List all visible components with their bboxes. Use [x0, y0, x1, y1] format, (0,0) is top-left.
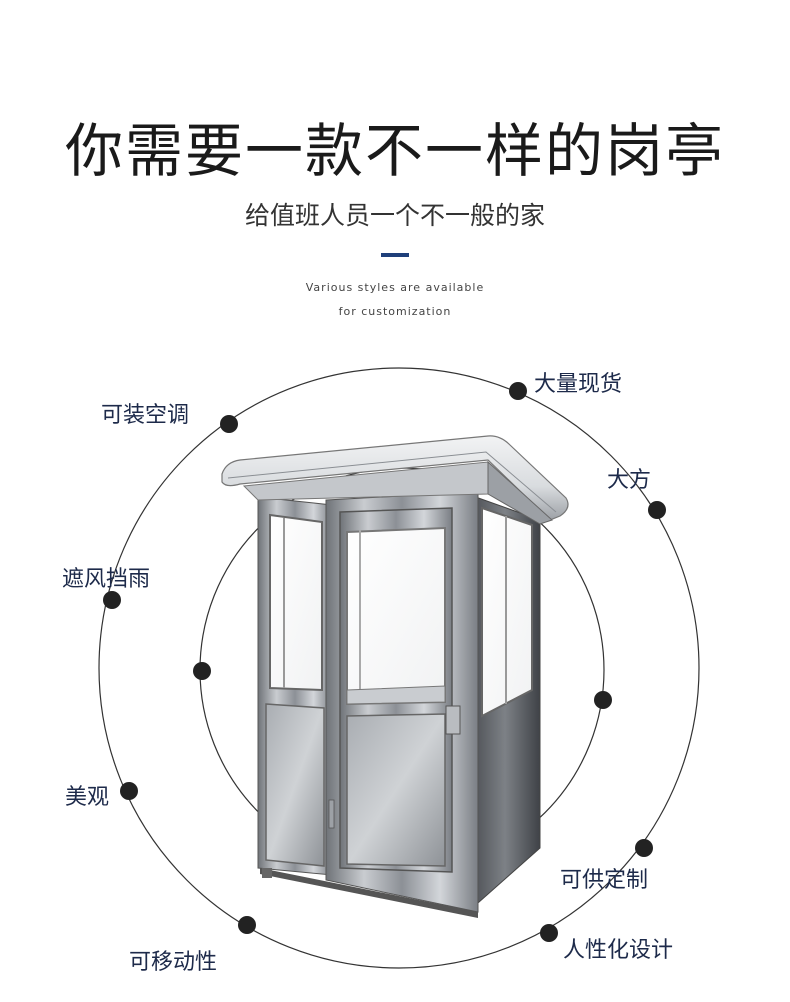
feature-label-air-conditioning: 可装空调: [101, 403, 190, 428]
english-tagline-line-2: for customization: [338, 305, 452, 318]
feature-dot-8: [635, 839, 653, 857]
feature-label-beautiful: 美观: [65, 785, 110, 810]
page-subtitle: 给值班人员一个不一般的家: [244, 201, 545, 230]
feature-dot-9: [238, 916, 256, 934]
feature-label-customizable: 可供定制: [560, 868, 649, 893]
feature-label-humanized-design: 人性化设计: [563, 938, 674, 963]
feature-dot-4: [103, 591, 121, 609]
feature-dot-7: [120, 782, 138, 800]
english-tagline-line-1: Various styles are available: [305, 281, 485, 294]
feature-dot-6: [594, 691, 612, 709]
feature-dot-10: [540, 924, 558, 942]
guard-booth-image: [221, 435, 569, 918]
feature-label-weatherproof: 遮风挡雨: [62, 567, 151, 592]
feature-dot-3: [648, 501, 666, 519]
outer-ring: [98, 367, 700, 969]
accent-divider: [381, 253, 409, 257]
feature-label-elegant: 大方: [607, 468, 652, 493]
page-title: 你需要一款不一样的岗亭: [64, 117, 725, 185]
feature-dot-1: [220, 415, 238, 433]
feature-dot-2: [509, 382, 527, 400]
feature-label-movable: 可移动性: [129, 950, 218, 975]
feature-label-in-stock: 大量现货: [534, 372, 623, 397]
feature-dot-5: [193, 662, 211, 680]
